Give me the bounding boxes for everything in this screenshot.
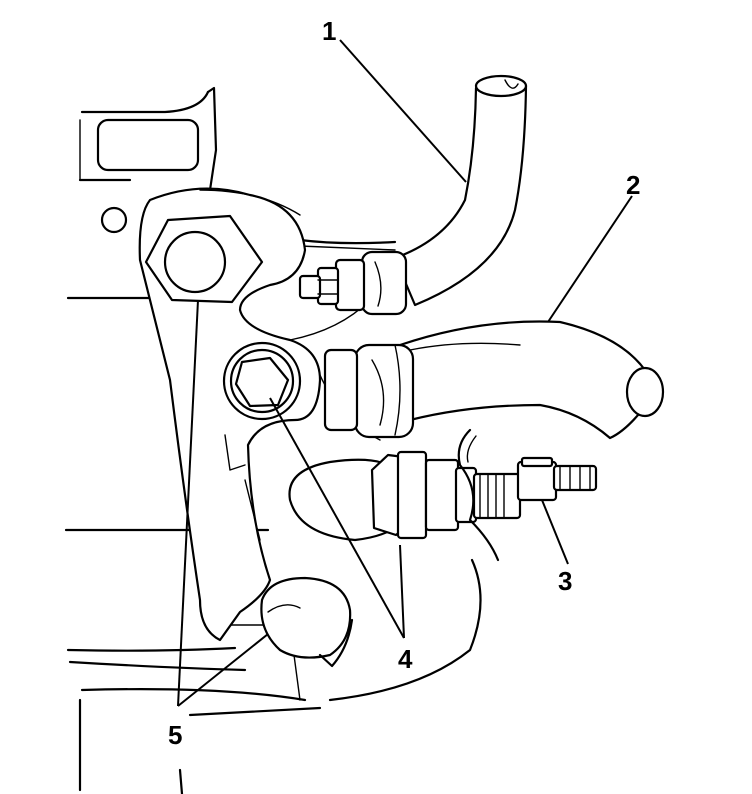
leader-5b: [177, 633, 269, 707]
callout-2: 2: [626, 170, 640, 200]
leader-2: [547, 195, 633, 323]
callout-1: 1: [322, 16, 336, 46]
hose-2: [398, 320, 665, 440]
hose-1: [393, 74, 528, 307]
callout-4: 4: [398, 644, 413, 674]
sensor-fitting: [370, 428, 598, 562]
leader-5a: [177, 299, 199, 707]
upper-bolt: [144, 214, 264, 304]
center-bolt: [222, 341, 302, 421]
leader-lines: [177, 39, 633, 707]
leader-4: [269, 397, 405, 639]
leader-3: [541, 499, 569, 565]
lower-bolt: [260, 576, 354, 668]
leader-1: [339, 39, 467, 183]
engine-block: [64, 86, 482, 794]
callout-5: 5: [168, 720, 182, 750]
hose-2-clamp: [323, 343, 415, 439]
callout-labels: 1 2 3 4 5: [168, 16, 640, 750]
leader-4b: [399, 544, 405, 639]
callout-3: 3: [558, 566, 572, 596]
hose-1-clamp: [298, 250, 408, 316]
